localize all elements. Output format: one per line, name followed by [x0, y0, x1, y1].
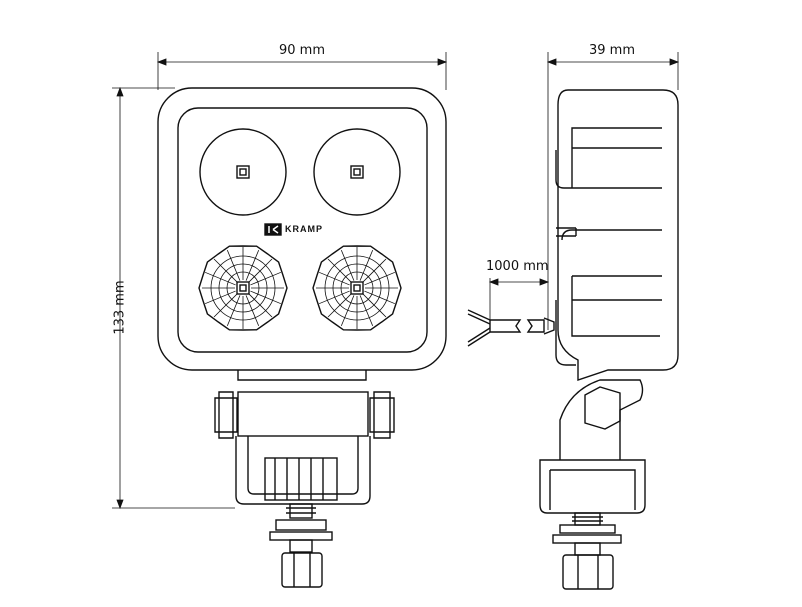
- flood-reflector-right: [312, 245, 402, 331]
- spot-lens-left: [199, 128, 287, 216]
- width-dimension-label: 90 mm: [279, 43, 326, 58]
- side-housing: [555, 89, 679, 381]
- dimension-cable: [488, 278, 550, 325]
- dimension-width: [156, 52, 448, 90]
- kramp-logo-icon: [264, 223, 282, 236]
- cable-length-label: 1000 mm: [486, 259, 549, 274]
- height-dimension-label: 133 mm: [112, 280, 128, 335]
- side-mount: [539, 379, 646, 590]
- spot-lens-right: [313, 128, 401, 216]
- dimension-depth: [546, 52, 680, 330]
- flood-reflector-left: [198, 245, 288, 331]
- kramp-logo-text: KRAMP: [285, 224, 323, 234]
- front-bracket: [214, 370, 395, 588]
- dimension-height: [112, 86, 235, 510]
- power-cable: [467, 309, 555, 347]
- depth-dimension-label: 39 mm: [589, 43, 636, 58]
- front-housing: [157, 87, 447, 371]
